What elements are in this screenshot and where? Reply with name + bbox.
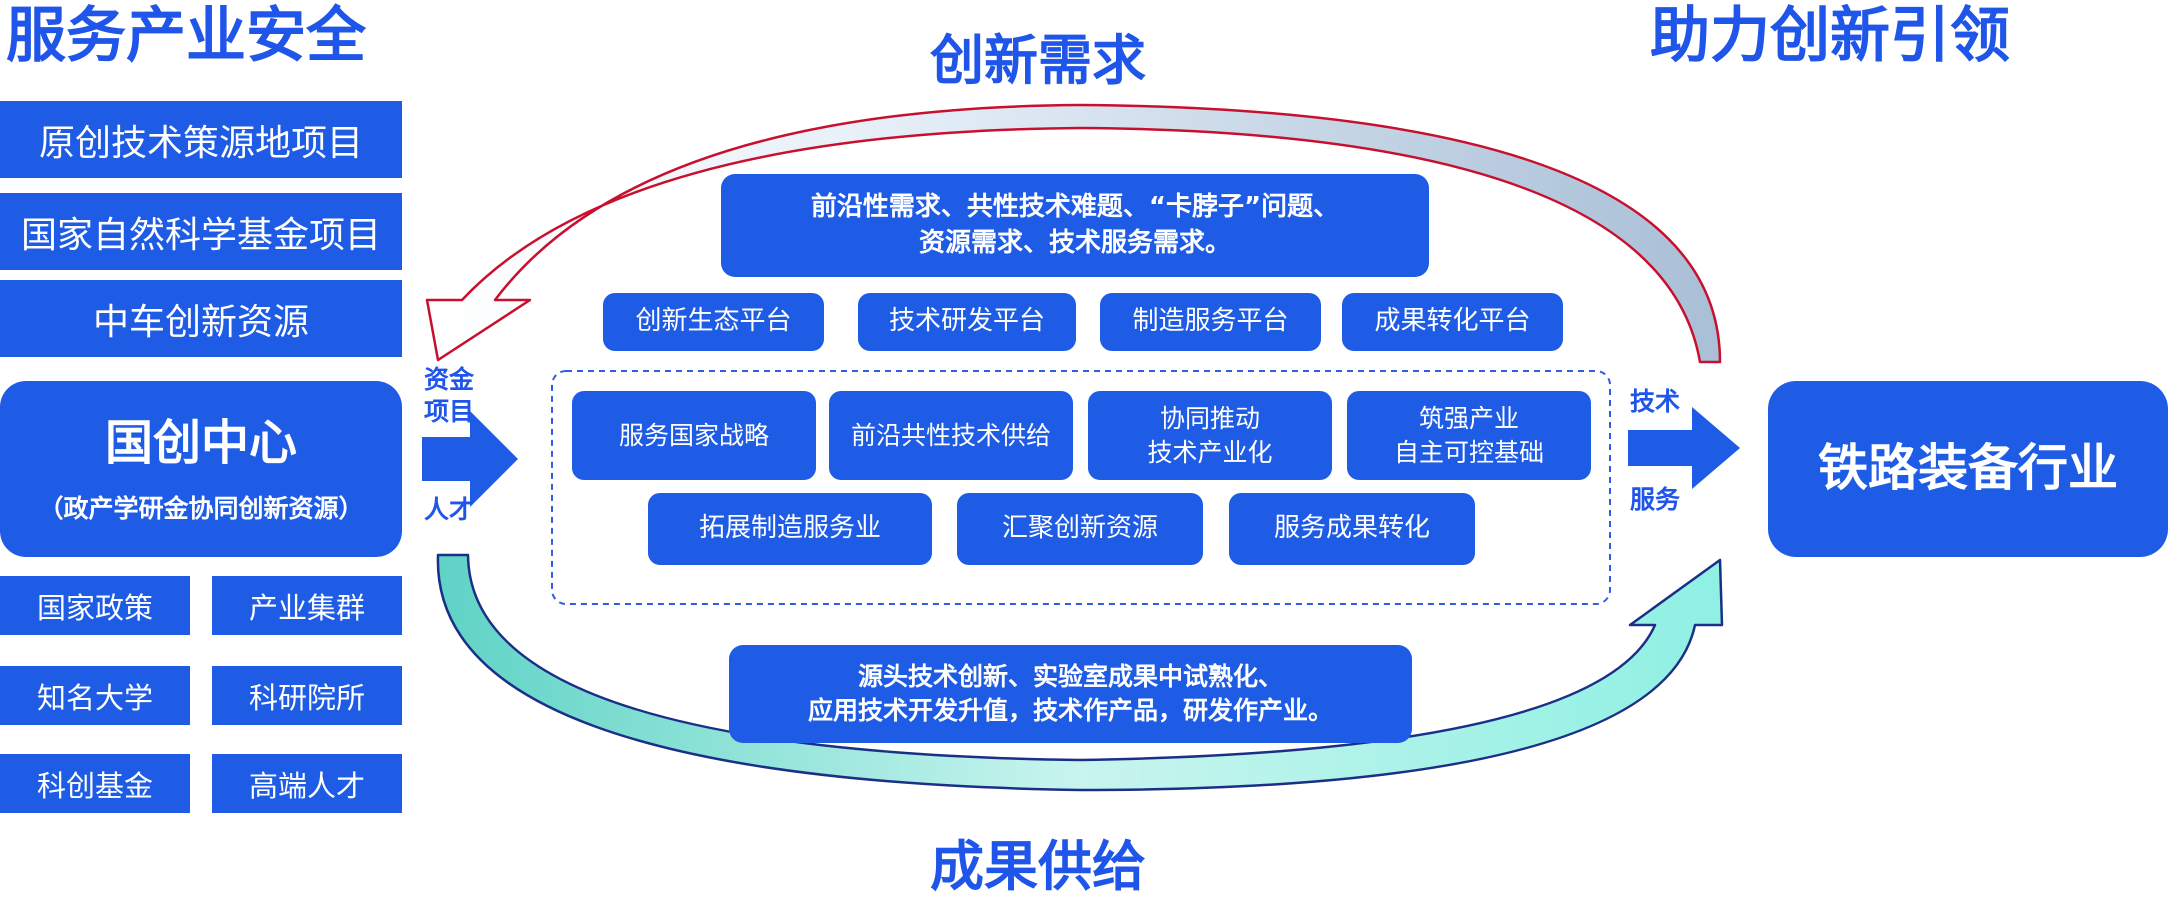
resource-box: 知名大学 <box>0 666 190 725</box>
function-box: 筑强产业 自主可控基础 <box>1347 391 1591 480</box>
resource-box: 科创基金 <box>0 754 190 813</box>
center-node-title: 国创中心 <box>104 414 297 471</box>
resource-box: 国家政策 <box>0 576 190 635</box>
functions-dashed-frame <box>551 370 1611 605</box>
platform-box: 技术研发平台 <box>858 293 1076 351</box>
function-box: 服务国家战略 <box>572 391 816 480</box>
platform-box: 创新生态平台 <box>603 293 824 351</box>
top-curved-arrow <box>425 103 1722 364</box>
function-box: 汇聚创新资源 <box>957 493 1203 565</box>
resource-box: 科研院所 <box>212 666 402 725</box>
right-title: 助力创新引领 <box>1650 1 2010 71</box>
project-box: 原创技术策源地项目 <box>0 101 402 178</box>
project-box: 中车创新资源 <box>0 280 402 357</box>
platform-box: 制造服务平台 <box>1100 293 1321 351</box>
function-box: 服务成果转化 <box>1229 493 1475 565</box>
right-output-arrow <box>1628 407 1740 489</box>
function-box: 协同推动 技术产业化 <box>1088 391 1332 480</box>
input-label-talent: 人才 <box>424 495 475 524</box>
supply-line: 应用技术开发升值，技术作产品，研发作产业。 <box>807 696 1333 725</box>
function-line: 前沿共性技术供给 <box>850 420 1051 450</box>
demand-line: 资源需求、技术服务需求。 <box>918 227 1231 258</box>
supply-box: 源头技术创新、实验室成果中试熟化、 应用技术开发升值，技术作产品，研发作产业。 <box>729 645 1412 743</box>
output-label-technology: 技术 <box>1630 387 1681 416</box>
function-line: 服务国家战略 <box>618 420 769 450</box>
function-line: 筑强产业 <box>1418 403 1519 433</box>
supply-line: 源头技术创新、实验室成果中试熟化、 <box>857 662 1283 692</box>
resource-box: 产业集群 <box>212 576 402 635</box>
top-arc-label: 创新需求 <box>930 29 1146 92</box>
function-line: 自主可控基础 <box>1393 437 1544 467</box>
center-node-box: 国创中心 （政产学研金协同创新资源） <box>0 381 402 557</box>
function-box: 拓展制造服务业 <box>648 493 932 565</box>
function-line: 协同推动 <box>1159 403 1260 433</box>
project-box: 国家自然科学基金项目 <box>0 193 402 270</box>
industry-box: 铁路装备行业 <box>1768 381 2168 557</box>
function-line: 技术产业化 <box>1147 437 1273 467</box>
left-input-arrow <box>422 411 518 507</box>
platform-box: 成果转化平台 <box>1342 293 1563 351</box>
input-label-funding: 资金 <box>424 365 475 394</box>
resource-box: 高端人才 <box>212 754 402 813</box>
bottom-arc-label: 成果供给 <box>930 835 1146 898</box>
input-label-projects: 项目 <box>424 397 475 426</box>
center-node-subtitle: （政产学研金协同创新资源） <box>38 494 364 524</box>
output-label-service: 服务 <box>1630 485 1681 514</box>
demand-line: 前沿性需求、共性技术难题、“卡脖子”问题、 <box>810 192 1340 223</box>
function-box: 前沿共性技术供给 <box>829 391 1073 480</box>
demand-box: 前沿性需求、共性技术难题、“卡脖子”问题、 资源需求、技术服务需求。 <box>721 174 1429 277</box>
left-title: 服务产业安全 <box>6 1 366 71</box>
